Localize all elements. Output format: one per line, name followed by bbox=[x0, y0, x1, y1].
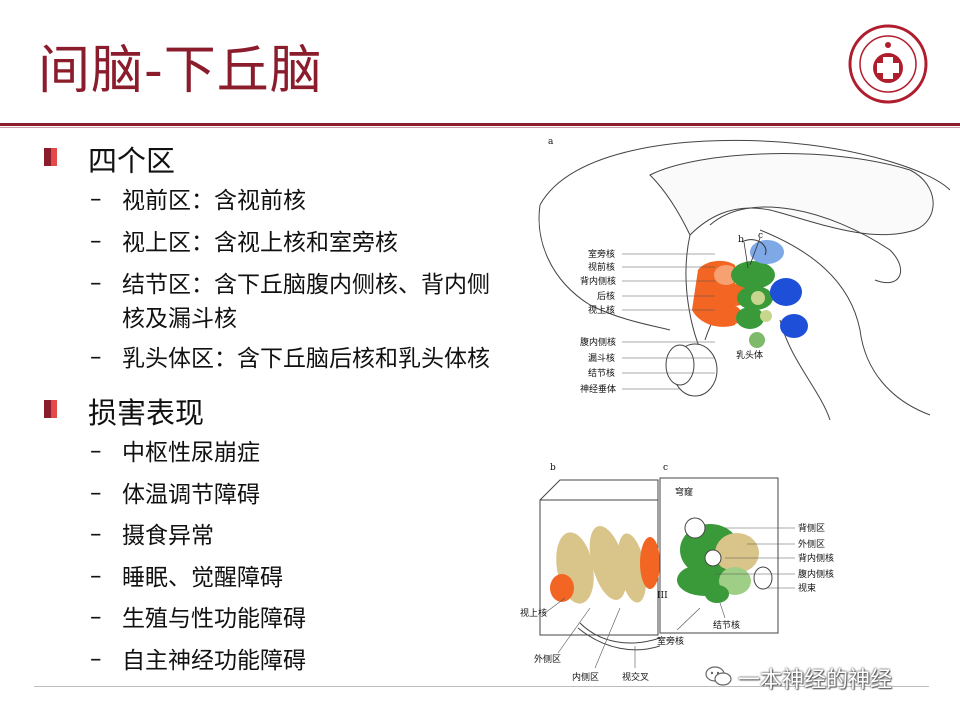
list-item: 自主神经功能障碍 bbox=[122, 648, 306, 674]
bullet-square bbox=[44, 400, 57, 418]
label-ventromedial: 腹内侧核 bbox=[580, 336, 616, 348]
label-preoptic: 视前核 bbox=[588, 261, 615, 273]
bullet-square bbox=[44, 148, 57, 166]
list-item: 睡眠、觉醒障碍 bbox=[122, 565, 283, 591]
list-item: 中枢性尿崩症 bbox=[122, 440, 260, 466]
label-optic-tract: 视束 bbox=[798, 582, 816, 594]
dash: – bbox=[90, 480, 102, 506]
label-neurohypophysis: 神经垂体 bbox=[580, 383, 616, 395]
label-third-ventricle: III bbox=[657, 591, 668, 601]
figure-a-sub-b: b bbox=[738, 235, 744, 245]
list-item-continuation: 核及漏斗核 bbox=[122, 306, 237, 332]
list-item: 生殖与性功能障碍 bbox=[122, 606, 306, 632]
figure-coronal-c: c 穹窿 III 背侧区 外侧区 背内侧核 腹内侧核 视束 结节核 室旁核 bbox=[657, 463, 834, 647]
label-lateral-area: 外侧区 bbox=[534, 653, 561, 665]
figure-a-label: a bbox=[548, 137, 554, 147]
label-posterior: 后核 bbox=[597, 290, 615, 302]
dash: – bbox=[90, 604, 102, 630]
section-heading: 损害表现 bbox=[88, 396, 205, 430]
label-paraventricular-c: 室旁核 bbox=[657, 635, 684, 647]
section-heading: 四个区 bbox=[88, 144, 176, 178]
label-fornix: 穹窿 bbox=[675, 486, 693, 498]
footer-divider bbox=[34, 686, 929, 687]
label-infundibular: 漏斗核 bbox=[588, 352, 615, 364]
label-lateral-area-c: 外侧区 bbox=[798, 538, 825, 550]
figure-c-label: c bbox=[663, 463, 668, 473]
label-mammillary: 乳头体 bbox=[736, 349, 763, 361]
list-item: 体温调节障碍 bbox=[122, 482, 260, 508]
label-supraoptic-b: 视上核 bbox=[520, 607, 547, 619]
label-dorsomedial-c: 背内侧核 bbox=[798, 552, 834, 564]
list-item: 摄食异常 bbox=[122, 523, 214, 549]
dash: – bbox=[90, 186, 102, 212]
list-item: 结节区：含下丘脑腹内侧核、背内侧 bbox=[122, 272, 490, 298]
label-dorsal-area: 背侧区 bbox=[798, 522, 825, 534]
label-dorsomedial: 背内侧核 bbox=[580, 275, 616, 287]
dash: – bbox=[90, 228, 102, 254]
figure-sagittal-hypothalamus: a b c 室旁核 视前核 背内侧核 后核 视上核 腹内侧核 漏斗核 结 bbox=[538, 137, 951, 420]
dash: – bbox=[90, 344, 102, 370]
label-tuberal-c: 结节核 bbox=[713, 619, 740, 631]
figure-coronal-b: b 视上核 外侧区 内侧区 视交叉 bbox=[520, 463, 660, 683]
dash: – bbox=[90, 270, 102, 296]
label-medial-area: 内侧区 bbox=[572, 671, 599, 683]
watermark-text: 一本神经的神经 bbox=[738, 668, 893, 693]
slide-title: 间脑-下丘脑 bbox=[38, 41, 323, 101]
dash: – bbox=[90, 563, 102, 589]
list-item: 乳头体区：含下丘脑后核和乳头体核 bbox=[122, 346, 490, 372]
dash: – bbox=[90, 521, 102, 547]
list-item: 视上区：含视上核和室旁核 bbox=[122, 230, 398, 256]
wechat-icon bbox=[705, 666, 732, 686]
list-item: 视前区：含视前核 bbox=[122, 188, 306, 214]
label-tuberal: 结节核 bbox=[588, 367, 615, 379]
dash: – bbox=[90, 438, 102, 464]
title-divider bbox=[0, 123, 960, 126]
label-supraoptic: 视上核 bbox=[588, 304, 615, 316]
figure-a-sub-c: c bbox=[758, 231, 763, 241]
dash: – bbox=[90, 646, 102, 672]
title-divider-shadow bbox=[0, 127, 960, 128]
hospital-logo bbox=[848, 24, 928, 104]
label-ventromedial-c: 腹内侧核 bbox=[798, 568, 834, 580]
label-optic-chiasm: 视交叉 bbox=[622, 671, 649, 683]
figure-b-label: b bbox=[550, 463, 556, 473]
label-paraventricular: 室旁核 bbox=[588, 248, 615, 260]
